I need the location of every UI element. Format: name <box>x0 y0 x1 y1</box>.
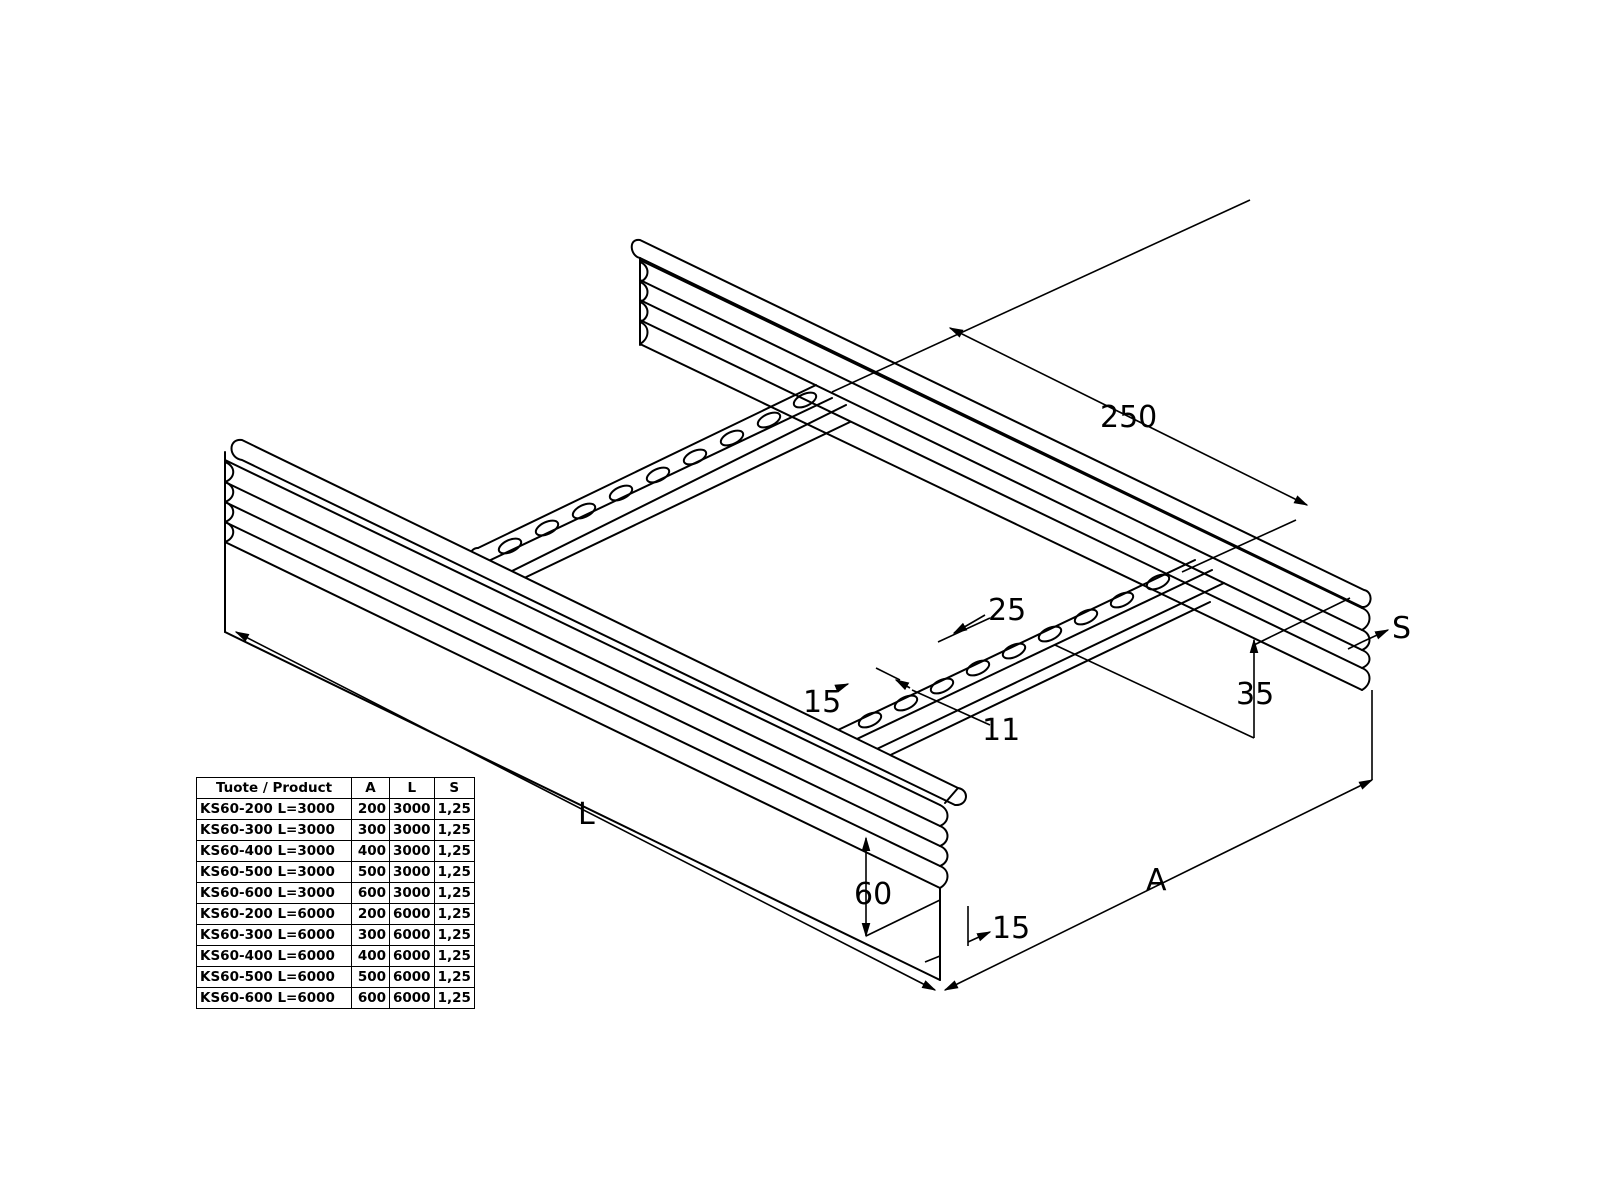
a-cell: 300 <box>351 924 390 946</box>
s-cell: 1,25 <box>433 819 475 841</box>
dim-thickness: S <box>1392 611 1411 646</box>
product-cell: KS60-500 L=3000 <box>196 861 352 883</box>
product-cell: KS60-400 L=6000 <box>196 945 352 967</box>
l-cell: 3000 <box>389 882 435 904</box>
s-cell: 1,25 <box>433 987 475 1009</box>
l-cell: 6000 <box>389 966 435 988</box>
l-cell: 3000 <box>389 819 435 841</box>
a-cell: 400 <box>351 840 390 862</box>
s-cell: 1,25 <box>433 924 475 946</box>
product-cell: KS60-500 L=6000 <box>196 966 352 988</box>
dim-slot-pitch: 25 <box>988 593 1026 628</box>
header-a: A <box>351 777 390 799</box>
l-cell: 3000 <box>389 861 435 883</box>
product-cell: KS60-600 L=3000 <box>196 882 352 904</box>
product-cell: KS60-300 L=6000 <box>196 924 352 946</box>
header-product: Tuote / Product <box>196 777 352 799</box>
s-cell: 1,25 <box>433 903 475 925</box>
dim-slot-height: 35 <box>1236 677 1274 712</box>
s-cell: 1,25 <box>433 861 475 883</box>
dim-length: L <box>578 797 595 832</box>
s-cell: 1,25 <box>433 966 475 988</box>
product-cell: KS60-300 L=3000 <box>196 819 352 841</box>
dim-rung-spacing: 250 <box>1100 400 1157 435</box>
header-s: S <box>433 777 475 799</box>
far-rung-slots <box>497 391 818 555</box>
table-header-row: Tuote / Product A L S <box>196 777 475 799</box>
dim-slot-width: 11 <box>982 713 1020 748</box>
a-cell: 200 <box>351 798 390 820</box>
l-cell: 6000 <box>389 945 435 967</box>
s-cell: 1,25 <box>433 840 475 862</box>
dim-side-height: 60 <box>854 877 892 912</box>
header-l: L <box>389 777 435 799</box>
l-cell: 6000 <box>389 903 435 925</box>
product-cell: KS60-400 L=3000 <box>196 840 352 862</box>
l-cell: 3000 <box>389 798 435 820</box>
dim-slot-edge: 15 <box>803 685 841 720</box>
s-cell: 1,25 <box>433 798 475 820</box>
product-cell: KS60-200 L=6000 <box>196 903 352 925</box>
s-cell: 1,25 <box>433 882 475 904</box>
a-cell: 400 <box>351 945 390 967</box>
a-cell: 500 <box>351 861 390 883</box>
a-cell: 300 <box>351 819 390 841</box>
a-cell: 200 <box>351 903 390 925</box>
dim-flange: 15 <box>992 911 1030 946</box>
a-cell: 500 <box>351 966 390 988</box>
dim-width: A <box>1146 863 1167 898</box>
far-rung <box>469 384 851 581</box>
product-cell: KS60-200 L=3000 <box>196 798 352 820</box>
l-cell: 6000 <box>389 924 435 946</box>
s-cell: 1,25 <box>433 945 475 967</box>
near-rung <box>829 559 1225 761</box>
a-cell: 600 <box>351 987 390 1009</box>
a-cell: 600 <box>351 882 390 904</box>
l-cell: 6000 <box>389 987 435 1009</box>
l-cell: 3000 <box>389 840 435 862</box>
product-cell: KS60-600 L=6000 <box>196 987 352 1009</box>
